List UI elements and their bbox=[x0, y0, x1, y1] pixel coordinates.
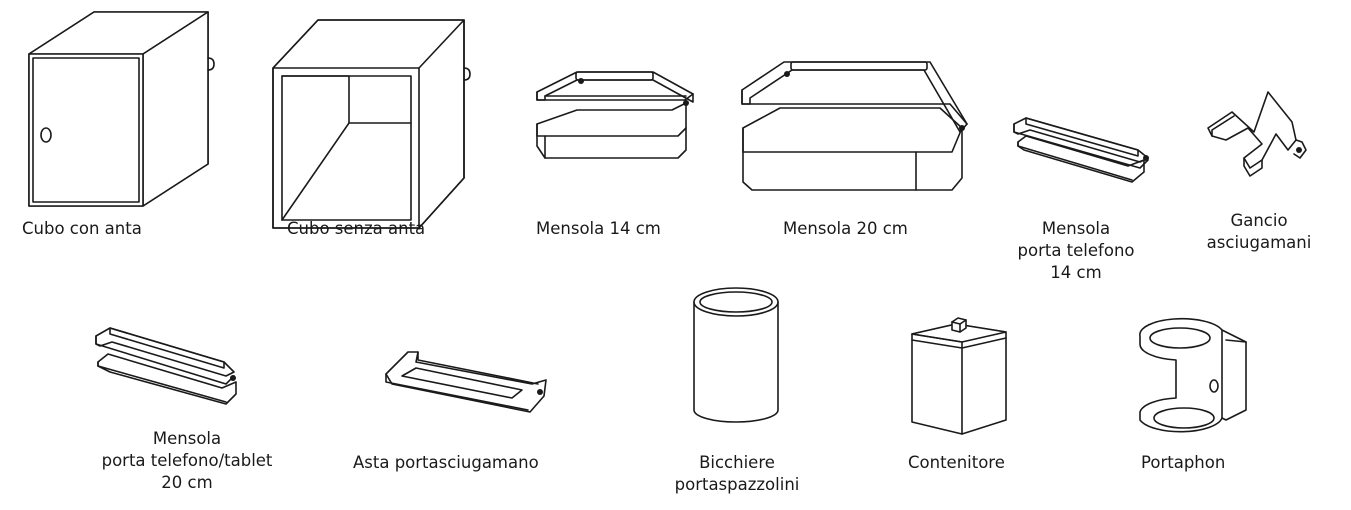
phone-shelf-14cm-icon bbox=[1013, 117, 1149, 183]
open-cube-icon bbox=[272, 19, 471, 229]
caption-shelf-14cm: Mensola 14 cm bbox=[536, 219, 661, 238]
phone-tablet-shelf-20cm-icon bbox=[95, 327, 237, 405]
towel-bar-icon bbox=[385, 351, 547, 413]
caption-hairdryer-holder: Portaphon bbox=[1141, 453, 1226, 472]
towel-hook-icon bbox=[1207, 91, 1307, 177]
shelf-20cm-icon bbox=[741, 61, 968, 191]
hairdryer-holder-icon bbox=[1139, 317, 1247, 433]
caption-open-cube: Cubo senza anta bbox=[287, 219, 426, 238]
caption-cube-with-door: Cubo con anta bbox=[22, 219, 142, 238]
caption-phone-tablet-shelf-20cm: Mensola porta telefono/tablet 20 cm bbox=[101, 429, 273, 492]
container-icon bbox=[911, 317, 1007, 435]
caption-phone-shelf-14cm: Mensola porta telefono 14 cm bbox=[1017, 219, 1135, 282]
shelf-14cm-icon bbox=[536, 71, 694, 159]
toothbrush-cup-icon bbox=[693, 287, 779, 423]
caption-container: Contenitore bbox=[908, 453, 1005, 472]
caption-toothbrush-cup: Bicchiere portaspazzolini bbox=[674, 453, 800, 494]
caption-shelf-20cm: Mensola 20 cm bbox=[783, 219, 908, 238]
caption-towel-hook: Gancio asciugamani bbox=[1206, 211, 1312, 252]
cube-with-door-icon bbox=[28, 11, 215, 207]
caption-towel-bar: Asta portasciugamano bbox=[353, 453, 539, 472]
